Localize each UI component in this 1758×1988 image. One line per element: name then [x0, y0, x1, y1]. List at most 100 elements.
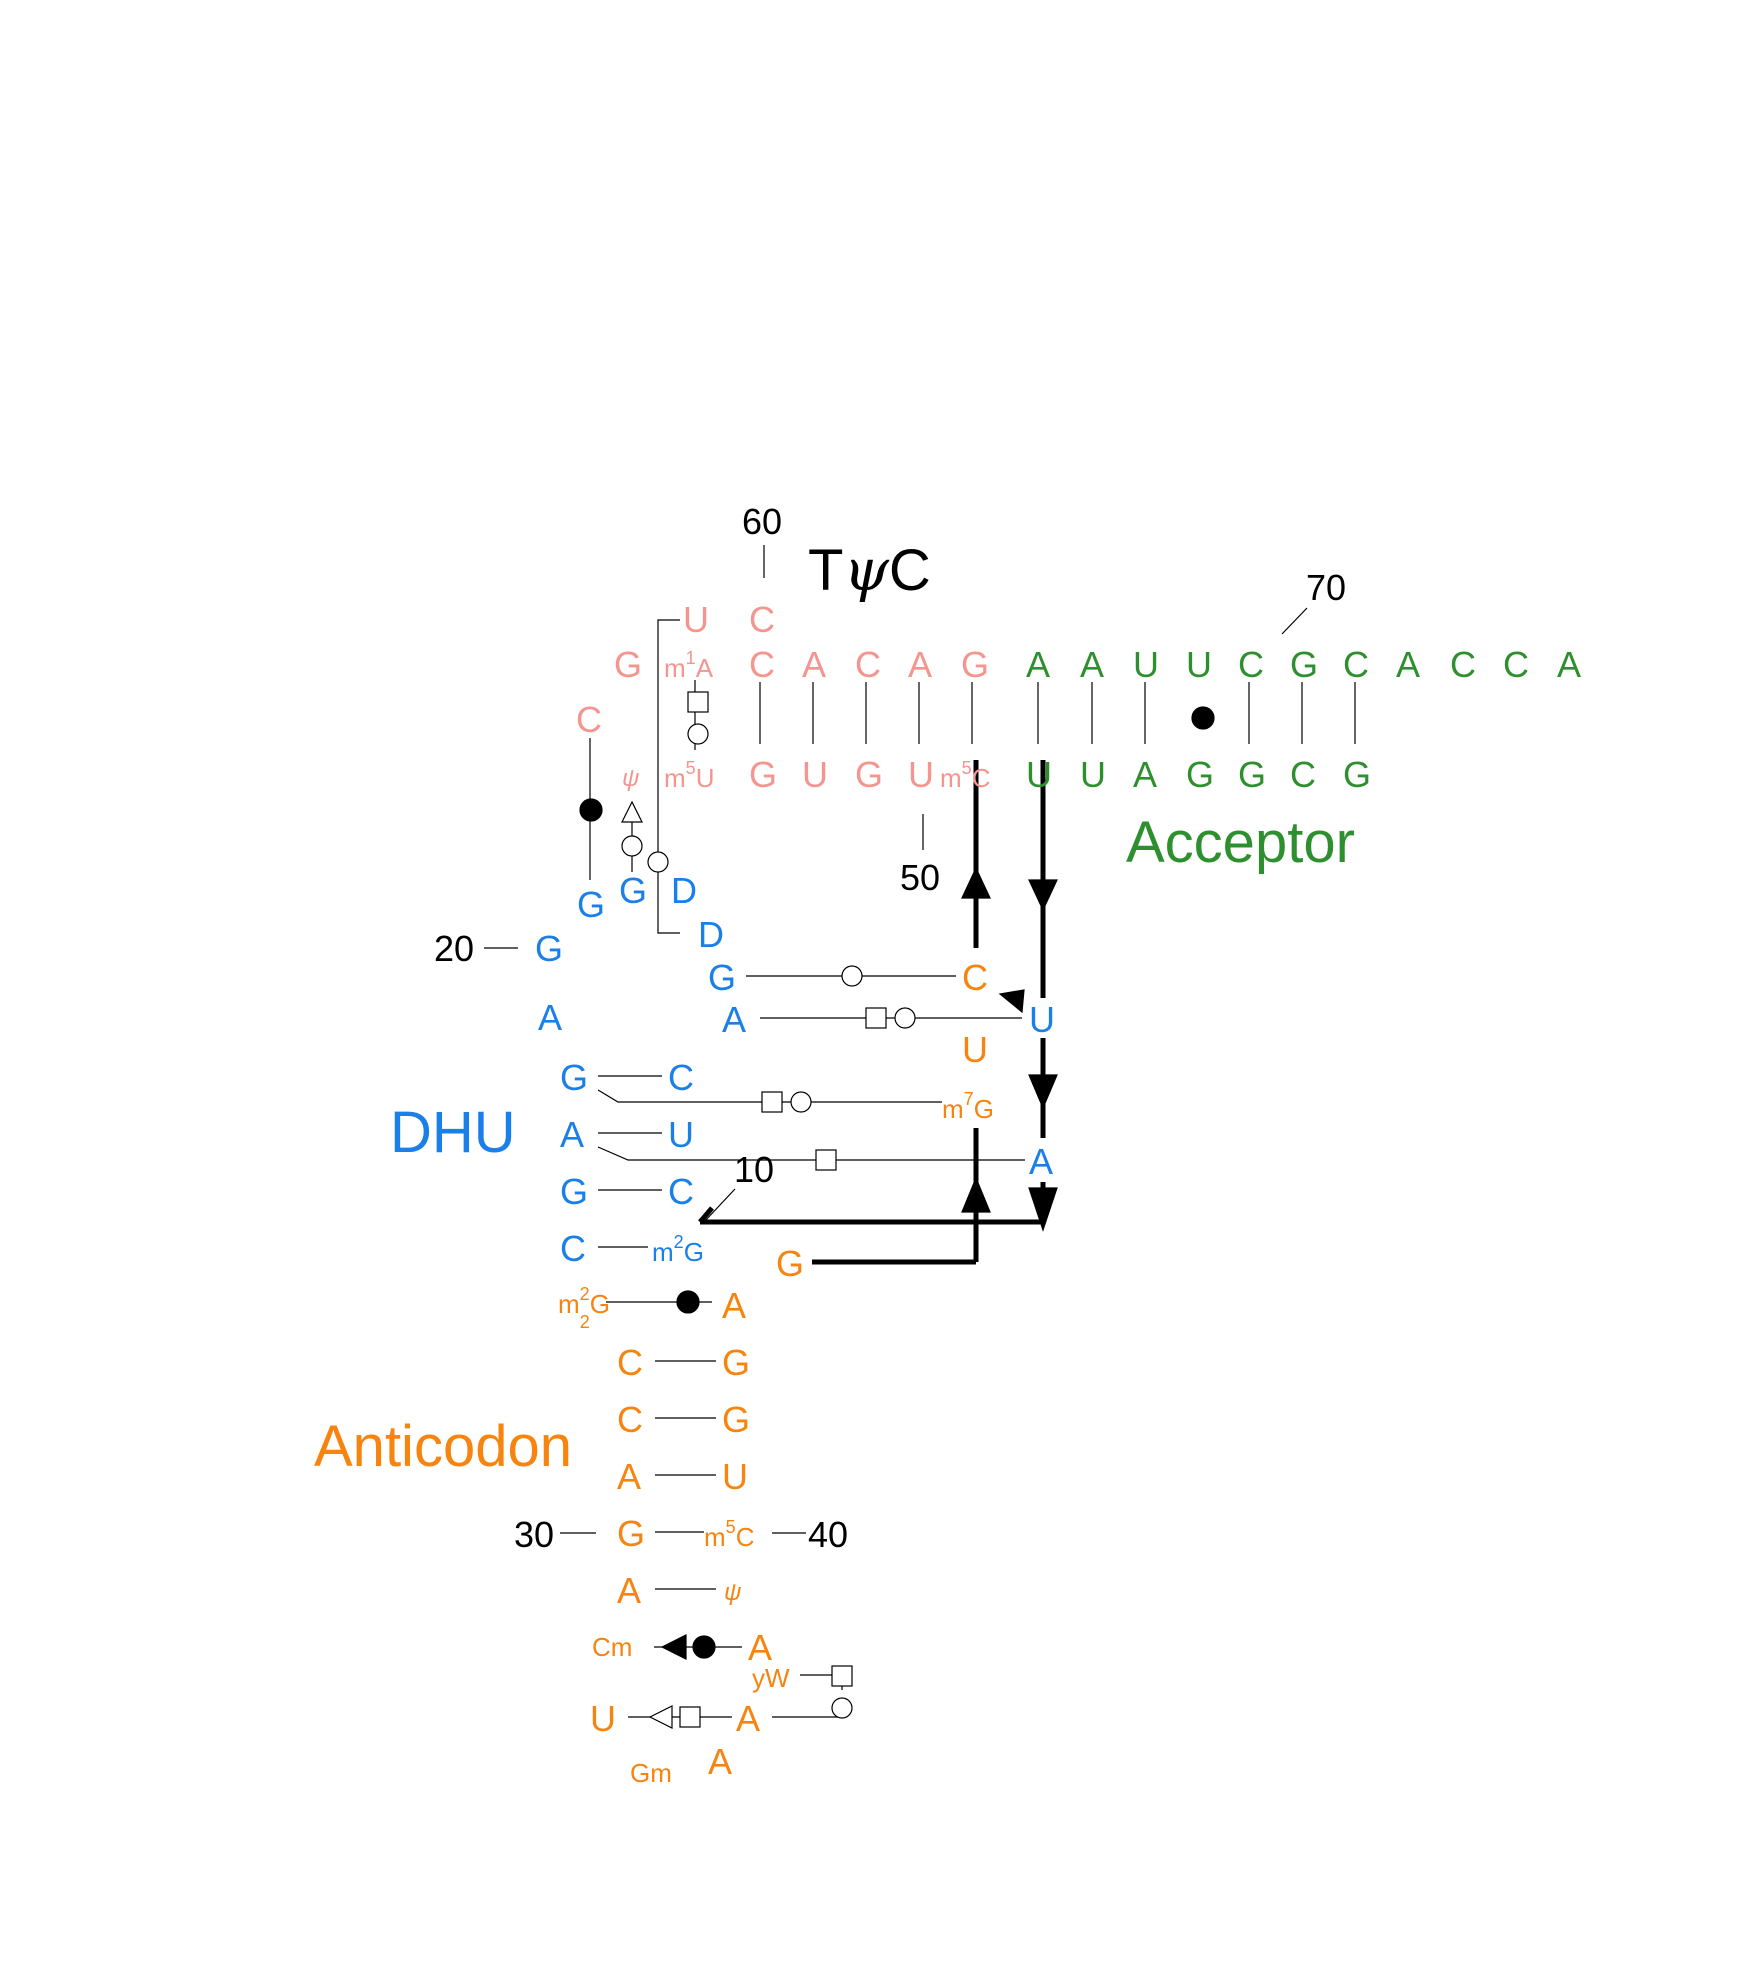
square-icon-6	[679, 1706, 701, 1728]
dhu-stem-left: G	[560, 1057, 588, 1098]
base-pair-lines	[484, 545, 1356, 1718]
acceptor-bottom-nt: C	[1290, 754, 1316, 795]
acceptor-bottom-nt: G	[1186, 754, 1214, 795]
dhu-u1: U	[1029, 999, 1055, 1040]
dhu-g2: G	[619, 870, 647, 911]
tpsic-nucleotides: C A C A G G U G U m5C U C G C m1A m5U ψ	[576, 599, 990, 795]
tpsic-m5c: m5C	[940, 758, 990, 793]
dhu-stem-left: A	[560, 1114, 584, 1155]
number-60: 60	[742, 501, 782, 542]
tpsic-top-nt: A	[802, 644, 826, 685]
dhu-d1: D	[671, 870, 697, 911]
acceptor-top-nt: C	[1450, 644, 1476, 685]
acceptor-bottom-nt: A	[1133, 754, 1157, 795]
number-30: 30	[514, 1514, 554, 1555]
anticodon-cm: Cm	[592, 1632, 632, 1662]
acceptor-top-nt: U	[1133, 644, 1159, 685]
circle-icon-6	[790, 1091, 812, 1113]
tpsic-m5u: m5U	[664, 758, 714, 793]
anticodon-stem-right: G	[722, 1342, 750, 1383]
square-icon	[687, 691, 709, 713]
core-g: G	[776, 1243, 804, 1284]
anticodon-a36: A	[736, 1698, 760, 1739]
acceptor-top-nt: C	[1238, 644, 1264, 685]
acceptor-top-nt: U	[1186, 644, 1212, 685]
filled-circle-icon-3	[692, 1635, 716, 1659]
acceptor-label: Acceptor	[1126, 810, 1355, 875]
circle-icon-7	[831, 1697, 853, 1719]
arrow-down-icon	[1028, 879, 1058, 912]
filled-circle-icon-2	[676, 1290, 700, 1314]
tpsic-loop-g: G	[614, 644, 642, 685]
dhu-g3: G	[535, 928, 563, 969]
backbone-10-hook	[698, 1206, 714, 1224]
dhu-m2g: m2G	[652, 1232, 704, 1267]
tpsic-top-nt: A	[908, 644, 932, 685]
number-70: 70	[1306, 567, 1346, 608]
tpsic-top-nt: C	[855, 644, 881, 685]
filled-circle-icon	[579, 798, 603, 822]
wobble-dot-icon	[1191, 706, 1215, 730]
tpsic-loop-u: U	[683, 599, 709, 640]
tpsic-bottom-nt: U	[908, 754, 934, 795]
circle-icon	[687, 723, 709, 745]
anticodon-stem-left: C	[617, 1342, 643, 1383]
d-bracket-line	[657, 619, 680, 934]
triangle-icon-2	[648, 1705, 673, 1729]
acceptor-top-nt: A	[1396, 644, 1420, 685]
dhu-stem-left: G	[560, 1171, 588, 1212]
acceptor-nucleotides: A A U U C G C A C C A U U A G G C G	[1026, 644, 1581, 795]
symbols	[579, 691, 1215, 1729]
tpsic-bottom-nt: G	[749, 754, 777, 795]
number-20: 20	[434, 928, 474, 969]
circle-icon-3	[647, 851, 669, 873]
tpsic-bottom-nt: G	[855, 754, 883, 795]
pair-line-g-m7g	[597, 1089, 942, 1103]
anticodon-a31: A	[617, 1570, 641, 1611]
dhu-stem-right: C	[668, 1057, 694, 1098]
dhu-a2: A	[722, 999, 746, 1040]
acceptor-top-nt: C	[1343, 644, 1369, 685]
dhu-stem-left: C	[560, 1228, 586, 1269]
anticodon-psi39: ψ	[724, 1579, 741, 1606]
region-labels: TψC Acceptor DHU Anticodon	[314, 536, 1355, 1479]
anticodon-a38: A	[748, 1627, 772, 1668]
tpsic-m1a: m1A	[664, 648, 714, 683]
anticodon-gm: Gm	[630, 1758, 672, 1788]
number-10: 10	[734, 1149, 774, 1190]
circle-icon-5	[894, 1007, 916, 1029]
anticodon-label: Anticodon	[314, 1414, 572, 1479]
dhu-g1: G	[577, 884, 605, 925]
pair-line-a-a	[597, 1146, 1025, 1161]
arrow-corner-icon	[998, 989, 1025, 1014]
anticodon-a26: A	[722, 1285, 746, 1326]
position-numbers: 60 70 50 20 10 30 40	[434, 501, 1346, 1555]
acceptor-top-nt: G	[1290, 644, 1318, 685]
square-icon-5	[831, 1665, 853, 1687]
anticodon-yw: yW	[752, 1663, 790, 1693]
dhu-nucleotides: G G D D G A G A U G A G C C U C m2G A	[535, 870, 1055, 1269]
anticodon-stem-right: U	[722, 1456, 748, 1497]
anticodon-stem-left: G	[617, 1513, 645, 1554]
square-icon-4	[815, 1149, 837, 1171]
tpsic-loop-c-left: C	[576, 699, 602, 740]
dhu-stem-right: U	[668, 1114, 694, 1155]
circle-icon-2	[621, 835, 643, 857]
anticodon-stem-right: G	[722, 1399, 750, 1440]
tpsic-label: TψC	[808, 536, 931, 604]
acceptor-top-nt: A	[1080, 644, 1104, 685]
square-icon-3	[761, 1091, 783, 1113]
tick-70	[1281, 607, 1308, 635]
arrow-up-icon-2	[961, 1176, 991, 1213]
tpsic-bottom-nt: U	[802, 754, 828, 795]
number-40: 40	[808, 1514, 848, 1555]
acceptor-bottom-nt: U	[1080, 754, 1106, 795]
dhu-label: DHU	[390, 1100, 516, 1165]
core-c: C	[962, 957, 988, 998]
tpsic-loop-c: C	[749, 599, 775, 640]
arrow-down-icon-2	[1028, 1074, 1058, 1110]
anticodon-u33: U	[590, 1698, 616, 1739]
core-m7g: m7G	[942, 1089, 994, 1124]
